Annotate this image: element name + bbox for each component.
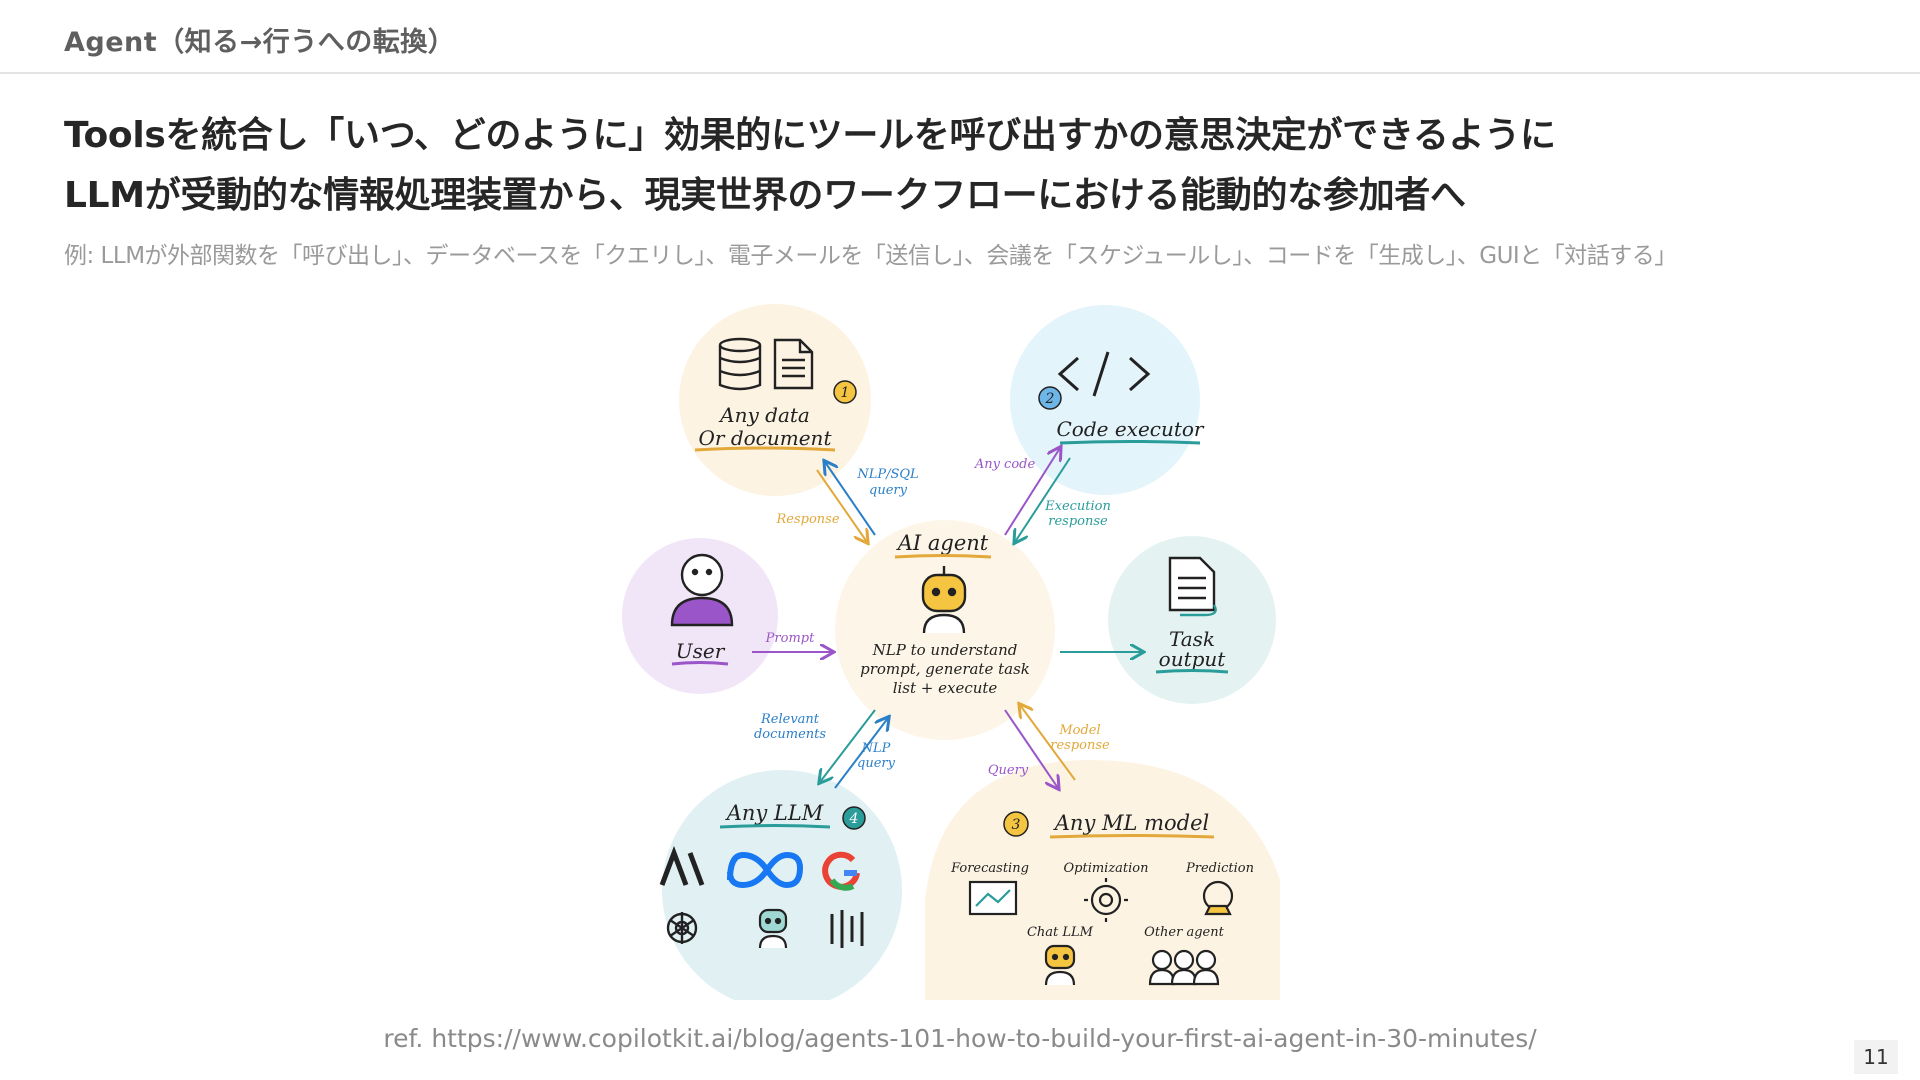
badge-3-text: 3 [1012,817,1021,833]
task-node-label-1: Task [1169,627,1215,651]
code-underline [1059,440,1201,445]
badge-2 [1038,386,1062,410]
document-icon [773,338,814,390]
label-model-1: Model [1058,723,1100,738]
label-nlp-query-1: NLP [861,741,891,756]
label-query: Query [988,763,1029,778]
agent-underline [894,554,992,559]
hugging-bars-icon [830,910,864,948]
ml-node-bg [925,760,1280,1000]
user-icon [670,553,734,627]
label-relevant-2: documents [754,727,826,742]
optimization-gear-icon [1084,878,1128,922]
meta-logo-icon [727,851,804,889]
ml-item-forecasting: Forecasting [950,861,1029,876]
page-number: 11 [1854,1040,1898,1074]
diagram-canvas: 1 Any data Or document 2 Code executor U… [622,304,1280,1000]
example-text: 例: LLMが外部関数を「呼び出し」、データベースを「クエリし」、電子メールを「… [64,243,1677,269]
agent-desc-2: prompt, generate task [860,660,1030,678]
badge-3 [1003,811,1029,837]
task-node-label-2: output [1159,647,1227,671]
label-any-code: Any code [974,457,1036,472]
data-underline [694,446,836,452]
ml-item-other-agent: Other agent [1144,925,1224,940]
badge-4 [842,806,866,830]
other-agents-group-icon [1148,949,1220,986]
anthropic-logo-icon [659,845,705,886]
robot-llm-icon [758,908,788,949]
label-nlp-query-2: query [857,756,896,771]
section-title: Agent（知る→行うへの転換） [64,27,456,58]
agent-desc-1: NLP to understand [872,641,1018,659]
badge-2-text: 2 [1045,391,1055,407]
label-model-2: response [1050,738,1110,753]
code-brackets-icon [1057,351,1151,397]
ml-underline [1049,834,1215,839]
arrow-llm-query [834,718,888,789]
label-execution-1: Execution [1044,499,1111,514]
arrow-agent-to-code [1004,448,1060,536]
data-node-label-2: Or document [699,426,833,450]
label-nlp-sql-1: NLP/SQL [856,467,918,482]
ml-node-label: Any ML model [1053,811,1210,835]
label-response: Response [775,512,839,527]
badge-1-text: 1 [841,385,850,401]
ml-item-chat-llm: Chat LLM [1027,925,1094,940]
label-execution-2: response [1048,514,1108,529]
agent-title: AI agent [896,531,989,555]
task-node-bg [1108,536,1276,704]
llm-node-label: Any LLM [725,801,824,825]
llm-underline [719,824,831,829]
forecasting-chart-icon [968,880,1018,916]
task-underline [1155,669,1229,674]
arrow-code-to-agent [1015,457,1071,542]
headline-line-1: Toolsを統合し「いつ、どのように」効果的にツールを呼び出すかの意思決定ができ… [64,115,1556,156]
ml-item-optimization: Optimization [1063,861,1148,876]
arrow-ml-to-agent [1020,705,1076,781]
reference-url: ref. https://www.copilotkit.ai/blog/agen… [383,1024,1537,1053]
headline-line-2: LLMが受動的な情報処理装置から、現実世界のワークフローにおける能動的な参加者へ [64,175,1466,216]
user-underline [671,661,729,666]
openai-logo-icon [666,912,698,944]
ml-item-prediction: Prediction [1185,861,1254,876]
robot-agent-icon [921,566,967,634]
task-document-icon [1168,556,1217,617]
badge-4-text: 4 [849,811,859,827]
code-node-label: Code executor [1056,417,1204,441]
arrow-agent-to-ml [1004,709,1058,788]
database-icon [718,337,762,391]
label-relevant-1: Relevant [760,712,820,727]
prediction-crystal-ball-icon [1202,880,1234,916]
arrow-agent-to-data [825,462,876,536]
label-nlp-sql-2: query [869,483,908,498]
user-node-label: User [676,639,726,663]
agent-desc-3: list + execute [893,679,998,697]
arrow-llm-documents [820,709,876,782]
header-divider [0,72,1920,74]
badge-1 [833,380,857,404]
data-node-label-1: Any data [718,403,810,427]
chat-llm-robot-icon [1044,944,1076,986]
google-logo-icon [822,851,860,891]
ai-agent-diagram: 1 Any data Or document 2 Code executor U… [620,300,1300,1000]
arrow-data-to-agent [816,469,867,542]
label-prompt: Prompt [765,631,815,646]
